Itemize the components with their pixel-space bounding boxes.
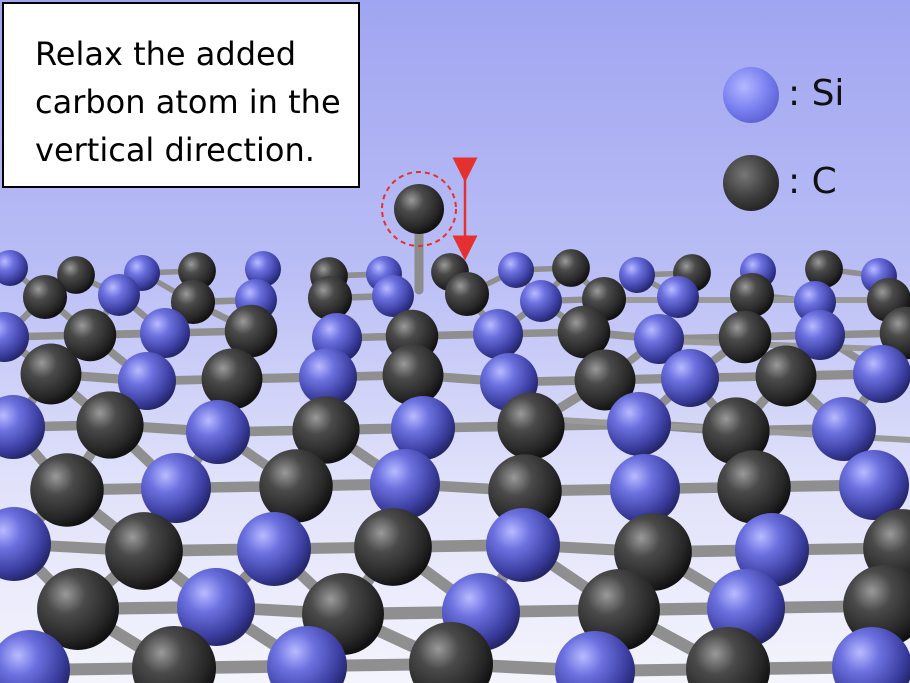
silicon-atom — [520, 280, 562, 322]
carbon-atom — [686, 627, 770, 683]
carbon-atom — [354, 508, 432, 586]
carbon-atom — [574, 349, 636, 411]
carbon-atom — [20, 343, 82, 405]
atom-lattice — [0, 249, 910, 683]
silicon-atom — [498, 252, 534, 288]
silicon-atom — [186, 400, 250, 464]
silicon-atom — [370, 449, 440, 519]
carbon-atom — [718, 310, 772, 364]
silicon-atom — [245, 251, 281, 287]
silicon-atom — [812, 397, 876, 461]
silicon-atom — [372, 275, 414, 317]
carbon-atom — [614, 513, 692, 591]
carbon-atom — [409, 622, 493, 683]
silicon-atom — [299, 348, 357, 406]
silicon-atom — [267, 626, 347, 683]
silicon-atom — [140, 308, 190, 358]
carbon-atom — [444, 271, 490, 317]
carbon-atom — [805, 250, 843, 288]
carbon-atom — [552, 249, 590, 287]
carbon-atom — [224, 304, 278, 358]
added-carbon-atom — [394, 184, 444, 234]
silicon-atom — [0, 507, 51, 581]
silicon-atom — [237, 512, 311, 586]
silicon-atom — [735, 513, 809, 587]
carbon-atom — [307, 275, 353, 321]
carbon-atom — [57, 256, 95, 294]
silicon-atom — [177, 568, 255, 646]
silicon-atom — [118, 352, 176, 410]
silicon-atom — [555, 631, 635, 683]
carbon-atom — [488, 454, 562, 528]
carbon-atom — [717, 450, 791, 524]
legend-c-label: : C — [788, 161, 837, 202]
carbon-atom — [132, 626, 216, 683]
silicon-atom — [839, 450, 909, 520]
silicon-atom — [0, 312, 29, 362]
legend-si-label: : Si — [788, 73, 845, 114]
silicon-atom — [832, 627, 910, 683]
carbon-atom — [729, 272, 775, 318]
silicon-atom — [141, 453, 211, 523]
carbon-atom — [105, 512, 183, 590]
carbon-atom — [843, 565, 910, 647]
caption-box: Relax the added carbon atom in the verti… — [2, 2, 360, 188]
bond — [637, 337, 910, 353]
carbon-atom — [292, 396, 360, 464]
caption-line-2: carbon atom in the — [35, 83, 341, 121]
carbon-atom — [201, 348, 263, 410]
silicon-atom — [657, 276, 699, 318]
carbon-atom — [22, 274, 68, 320]
carbon-atom — [755, 345, 817, 407]
silicon-atom — [0, 250, 28, 286]
silicon-atom — [391, 396, 455, 460]
silicon-atom — [610, 454, 680, 524]
legend-c-sphere — [723, 155, 779, 211]
carbon-atom — [30, 453, 104, 527]
carbon-atom — [178, 252, 216, 290]
silicon-atom — [795, 310, 845, 360]
silicon-atom — [607, 392, 671, 456]
silicon-atom — [486, 508, 560, 582]
silicon-atom — [853, 345, 910, 403]
carbon-atom — [63, 308, 117, 362]
silicon-atom — [473, 309, 523, 359]
carbon-atom — [170, 279, 216, 325]
carbon-atom — [497, 392, 565, 460]
legend-si-sphere — [723, 67, 779, 123]
carbon-atom — [382, 344, 444, 406]
carbon-atom — [37, 568, 119, 650]
carbon-atom — [557, 305, 611, 359]
caption-line-1: Relax the added — [35, 35, 297, 73]
silicon-atom — [98, 274, 140, 316]
carbon-atom — [259, 449, 333, 523]
silicon-atom — [619, 257, 655, 293]
caption-line-3: vertical direction. — [35, 131, 315, 169]
carbon-atom — [76, 391, 144, 459]
carbon-atom — [702, 397, 770, 465]
carbon-atom — [578, 569, 660, 651]
silicon-atom — [634, 314, 684, 364]
silicon-atom — [0, 630, 70, 683]
silicon-atom — [661, 349, 719, 407]
silicon-atom — [0, 395, 45, 459]
